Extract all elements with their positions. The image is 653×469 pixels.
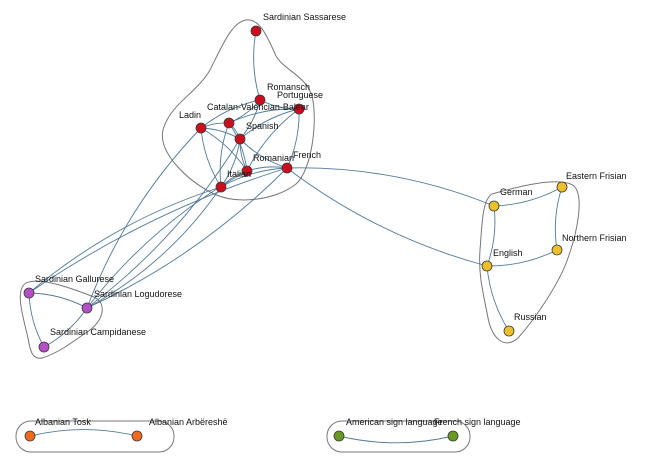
edge-italian-french [220, 167, 288, 188]
node-albanian-arbereshe[interactable] [131, 430, 143, 442]
node-label-spanish: Spanish [246, 121, 279, 131]
germanic-cluster-hull [479, 181, 580, 344]
node-albanian-tosk[interactable] [24, 430, 36, 442]
node-spanish[interactable] [234, 133, 246, 145]
node-english[interactable] [481, 260, 493, 272]
node-logudorese[interactable] [81, 302, 93, 314]
node-label-portuguese: Portuguese [277, 90, 323, 100]
edge-ladin-italian [200, 127, 222, 188]
node-label-german: German [500, 187, 533, 197]
edge-italian-logudorese [86, 186, 222, 309]
node-ladin[interactable] [195, 122, 207, 134]
node-label-logudorese: Sardinian Logudorese [94, 289, 182, 299]
node-german[interactable] [488, 200, 500, 212]
edge-ladin-spanish [200, 127, 241, 140]
node-label-russian: Russian [514, 312, 547, 322]
edge-ladin-romanian [200, 127, 248, 172]
edge-gallurese-campidanese [28, 292, 45, 348]
node-label-campidanese: Sardinian Campidanese [50, 327, 146, 337]
node-fsl[interactable] [447, 430, 459, 442]
edge-french-gallurese [28, 167, 288, 294]
node-label-catalan: Catalan-Valencian-Balear [207, 102, 309, 112]
node-campidanese[interactable] [38, 341, 50, 353]
edge-portuguese-romanian [246, 108, 300, 172]
sardinian-cluster-hull [19, 280, 103, 359]
node-eastern-frisian[interactable] [556, 181, 568, 193]
node-french[interactable] [281, 162, 293, 174]
node-asl[interactable] [333, 430, 345, 442]
node-portuguese[interactable] [293, 103, 305, 115]
node-label-albanian-tosk: Albanian Tosk [35, 417, 91, 427]
cluster-hulls [15, 19, 580, 453]
albanian-cluster-hull [15, 420, 175, 453]
edge-french-logudorese [86, 167, 288, 309]
edge-ladin-logudorese [86, 127, 202, 309]
node-italian[interactable] [215, 181, 227, 193]
node-label-ladin: Ladin [179, 110, 201, 120]
node-russian[interactable] [503, 325, 515, 337]
node-gallurese[interactable] [23, 287, 35, 299]
node-label-gallurese: Sardinian Gallurese [35, 274, 114, 284]
node-label-albanian-arbereshe: Albanian Arbëreshë [149, 417, 228, 427]
edge-sassarese-romansch [253, 30, 261, 101]
sign-language-cluster-hull [326, 420, 471, 453]
node-romansch[interactable] [254, 94, 266, 106]
edge-romansch-ladin [200, 99, 261, 129]
node-label-fsl: French sign language [434, 417, 521, 427]
node-label-french: French [293, 150, 321, 160]
node-sassarese[interactable] [250, 25, 262, 37]
edge-catalan-italian [219, 122, 230, 188]
edge-english-russian [486, 265, 510, 332]
edge-italian-gallurese [28, 186, 222, 294]
node-label-italian: Italian [227, 169, 251, 179]
edge-catalan-portuguese [228, 108, 300, 124]
edge-french-english [286, 167, 488, 267]
labels-layer: Sardinian SassareseRomanschPortugueseCat… [35, 12, 627, 427]
edge-eastern_frisian-northern_frisian [554, 186, 563, 251]
edge-northern_frisian-english [486, 249, 558, 267]
node-label-asl: American sign language [346, 417, 443, 427]
node-label-sassarese: Sardinian Sassarese [263, 12, 346, 22]
edge-gallurese-logudorese [28, 292, 88, 309]
romance-cluster-hull [161, 19, 315, 201]
edge-asl-fsl [338, 435, 454, 444]
node-label-english: English [493, 248, 523, 258]
edge-portuguese-spanish [239, 108, 300, 140]
edge-spanish-italian [220, 138, 241, 188]
node-northern-frisian[interactable] [551, 244, 563, 256]
node-romanian[interactable] [241, 165, 253, 177]
node-label-romanian: Romanian [253, 153, 294, 163]
nodes-layer [23, 25, 568, 442]
node-label-eastern-frisian: Eastern Frisian [566, 171, 627, 181]
edge-german-eastern_frisian [493, 186, 563, 207]
edge-albanian_tosk-albanian_arbereshe [29, 429, 138, 437]
node-label-northern-frisian: Northern Frisian [562, 233, 627, 243]
edge-spanish-logudorese [86, 138, 241, 309]
edge-french-german [286, 167, 495, 207]
node-catalan[interactable] [223, 117, 235, 129]
node-label-romansch: Romansch [267, 82, 310, 92]
